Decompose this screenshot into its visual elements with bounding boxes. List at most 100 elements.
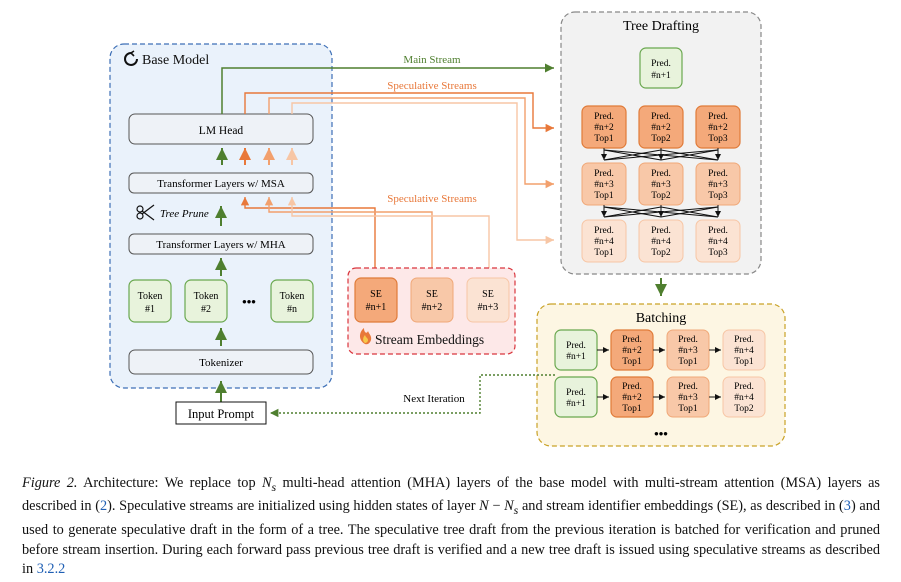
tree-root-line1: Pred. — [651, 59, 671, 69]
batching-title: Batching — [636, 311, 687, 326]
caption-text: multi-head attention (MHA) layers of the… — [22, 475, 880, 515]
token-ellipsis: ••• — [242, 294, 256, 309]
tree-prune-label: Tree Prune — [160, 208, 209, 220]
spec-stream-2-top — [268, 97, 554, 189]
token-n-line2: #n — [287, 304, 297, 315]
msa-layers-label: Transformer Layers w/ MSA — [157, 178, 285, 190]
mha-layers-label: Transformer Layers w/ MHA — [156, 239, 285, 251]
token-box-n — [270, 279, 314, 323]
spec-stream-1-mid — [240, 197, 376, 278]
batch-node-text: #n+1 — [566, 352, 586, 362]
equation-ref-link[interactable]: 2 — [99, 498, 108, 515]
se-box-3 — [466, 277, 510, 323]
tree-node-text: Pred. — [708, 169, 728, 179]
lm-head-label: LM Head — [199, 125, 244, 137]
tree-root-line2: #n+1 — [651, 71, 671, 81]
token-1-line1: Token — [138, 291, 163, 302]
batching-row-1: Pred. #n+1 Pred. #n+2 Top1 Pred. #n+3 To… — [554, 329, 766, 371]
batch-node-text: Top1 — [678, 404, 698, 414]
tree-node-text: Pred. — [708, 112, 728, 122]
math-sub: s — [513, 503, 519, 518]
batch-node-text: Pred. — [566, 341, 586, 351]
tokenizer-box — [128, 349, 314, 375]
tree-node-text: Pred. — [594, 226, 614, 236]
base-model-title: Base Model — [142, 53, 209, 68]
math-n: N — [504, 498, 514, 515]
speculative-streams-top-label: Speculative Streams — [387, 80, 477, 92]
batch-node-text: #n+4 — [734, 393, 754, 403]
equation-ref-link[interactable]: 3 — [843, 498, 851, 515]
math-sub: s — [271, 479, 277, 494]
tree-node-text: Top2 — [651, 134, 671, 144]
batch-node-text: Top1 — [622, 404, 642, 414]
tree-drafting-title: Tree Drafting — [623, 19, 699, 34]
input-prompt-box — [175, 401, 267, 425]
tree-node-text: Top3 — [708, 248, 728, 258]
tree-root-node — [639, 47, 683, 89]
tree-connections-1 — [601, 148, 721, 161]
tree-node-text: #n+2 — [651, 123, 671, 133]
se-3-line1: SE — [482, 289, 494, 300]
batch-node-text: #n+4 — [734, 346, 754, 356]
tree-row-1: Pred. #n+2 Top1 Pred. #n+2 Top2 Pred. #n… — [581, 105, 741, 149]
se-1-line1: SE — [370, 289, 382, 300]
token-box-2 — [184, 279, 228, 323]
spec-stream-2-mid — [264, 197, 433, 278]
next-iteration-label: Next Iteration — [403, 393, 465, 405]
tree-connections-2 — [601, 205, 721, 218]
math-n: N — [479, 498, 489, 515]
math-minus: − — [488, 498, 505, 515]
tree-node-text: Top2 — [651, 248, 671, 258]
token-2-line2: #2 — [201, 304, 211, 315]
speculative-streams-mid-label: Speculative Streams — [387, 193, 477, 205]
tree-node-text: #n+4 — [651, 237, 671, 247]
token-box-1 — [128, 279, 172, 323]
caption-text: ) and used to generate speculative draft… — [22, 498, 881, 578]
architecture-diagram: Base Model LM Head Transformer Layers w/… — [109, 11, 786, 447]
tree-node-text: Top3 — [708, 134, 728, 144]
spec-stream-3-top — [291, 102, 554, 245]
figure-caption: Figure 2. Architecture: We replace top N… — [22, 474, 880, 580]
refresh-icon — [124, 50, 138, 66]
tree-node-text: Pred. — [651, 112, 671, 122]
batch-node-text: #n+3 — [678, 393, 698, 403]
tree-node-n4-top1 — [581, 219, 627, 263]
batch-node-text: #n+3 — [678, 346, 698, 356]
spec-stream-3-mid — [287, 197, 490, 278]
tree-node-text: Top1 — [594, 248, 614, 258]
section-ref-link[interactable]: 3.2.2 — [36, 561, 66, 578]
tree-node-text: #n+4 — [708, 237, 728, 247]
batch-node-text: Pred. — [678, 335, 698, 345]
tokenizer-label: Tokenizer — [199, 357, 243, 369]
tree-node-text: Top1 — [594, 191, 614, 201]
caption-text: Architecture: We replace top — [77, 475, 262, 491]
tree-row-2: Pred. #n+3 Top1 Pred. #n+3 Top2 Pred. #n… — [581, 162, 741, 206]
msa-layers-box — [128, 172, 314, 194]
batch-node-text: Pred. — [622, 382, 642, 392]
fire-icon — [360, 328, 372, 345]
se-2-line1: SE — [426, 289, 438, 300]
batch-node-text: #n+1 — [566, 399, 586, 409]
tree-node-text: Pred. — [651, 169, 671, 179]
token-2-line1: Token — [194, 291, 219, 302]
se-2-line2: #n+2 — [422, 302, 443, 313]
main-stream-arrow — [221, 63, 554, 114]
caption-text: and stream identifier embeddings (SE), a… — [518, 498, 844, 515]
se-3-line2: #n+3 — [478, 302, 499, 313]
next-iteration-arrow — [270, 374, 555, 418]
spec-stream-1-top — [244, 92, 554, 133]
main-stream-label: Main Stream — [403, 54, 461, 66]
tree-node-text: Pred. — [594, 169, 614, 179]
batch-node-text: Pred. — [566, 388, 586, 398]
token-1-line2: #1 — [145, 304, 155, 315]
scissors-icon — [136, 204, 155, 221]
tree-node-text: Pred. — [708, 226, 728, 236]
token-n-line1: Token — [280, 291, 305, 302]
tree-node-text: Pred. — [594, 112, 614, 122]
se-box-2 — [410, 277, 454, 323]
tree-node-text: #n+3 — [708, 180, 728, 190]
batch-node-text: Pred. — [734, 335, 754, 345]
math-n: N — [261, 475, 272, 491]
se-1-line2: #n+1 — [366, 302, 387, 313]
